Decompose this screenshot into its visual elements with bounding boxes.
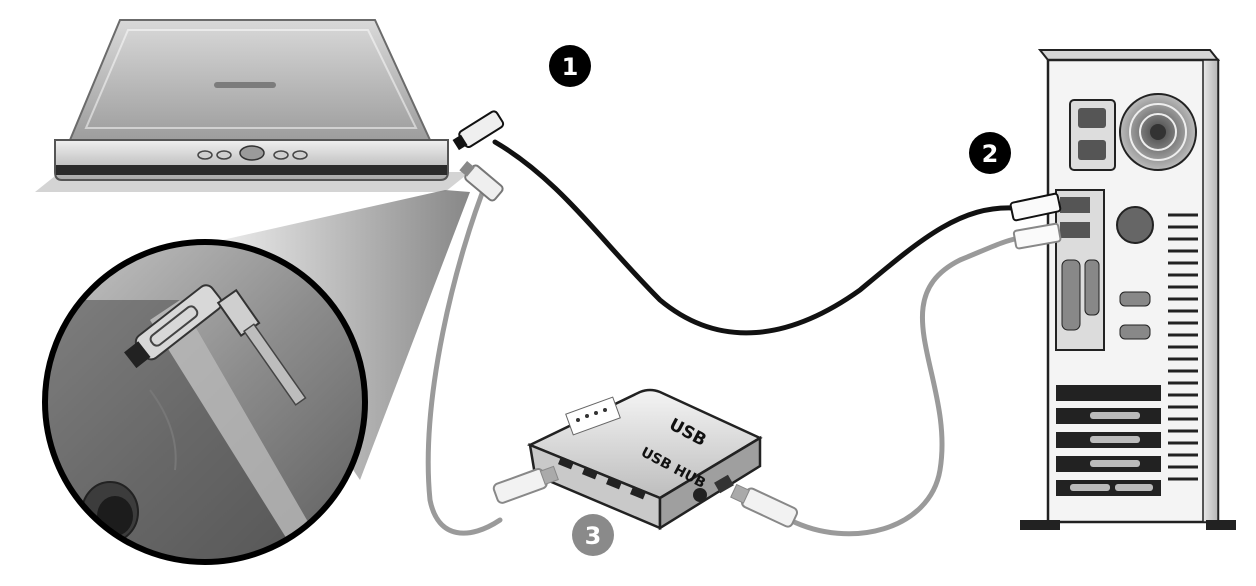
hub-usb-cable-scanner bbox=[425, 175, 503, 536]
step-badge-2: 2 bbox=[969, 132, 1011, 174]
step-badge-3: 3 bbox=[572, 514, 614, 556]
scanner-icon bbox=[35, 19, 470, 192]
step-number-1: 1 bbox=[562, 53, 579, 81]
step-number-3: 3 bbox=[585, 522, 602, 550]
usb-hub-icon: USB USB HUB bbox=[526, 388, 763, 531]
usb-plug-icon bbox=[452, 110, 505, 202]
hub-usb-cable-computer bbox=[787, 235, 1023, 537]
usb-plug-icon bbox=[492, 465, 799, 528]
step-number-2: 2 bbox=[982, 140, 999, 168]
step-badge-1: 1 bbox=[549, 45, 591, 87]
usb-plug-icon bbox=[1009, 192, 1062, 250]
fan-grille-icon bbox=[1119, 93, 1197, 171]
computer-tower-icon bbox=[1020, 49, 1236, 530]
magnifier-callout-icon bbox=[42, 239, 368, 565]
power-socket-icon bbox=[1069, 99, 1116, 171]
direct-usb-cable bbox=[492, 139, 1018, 336]
